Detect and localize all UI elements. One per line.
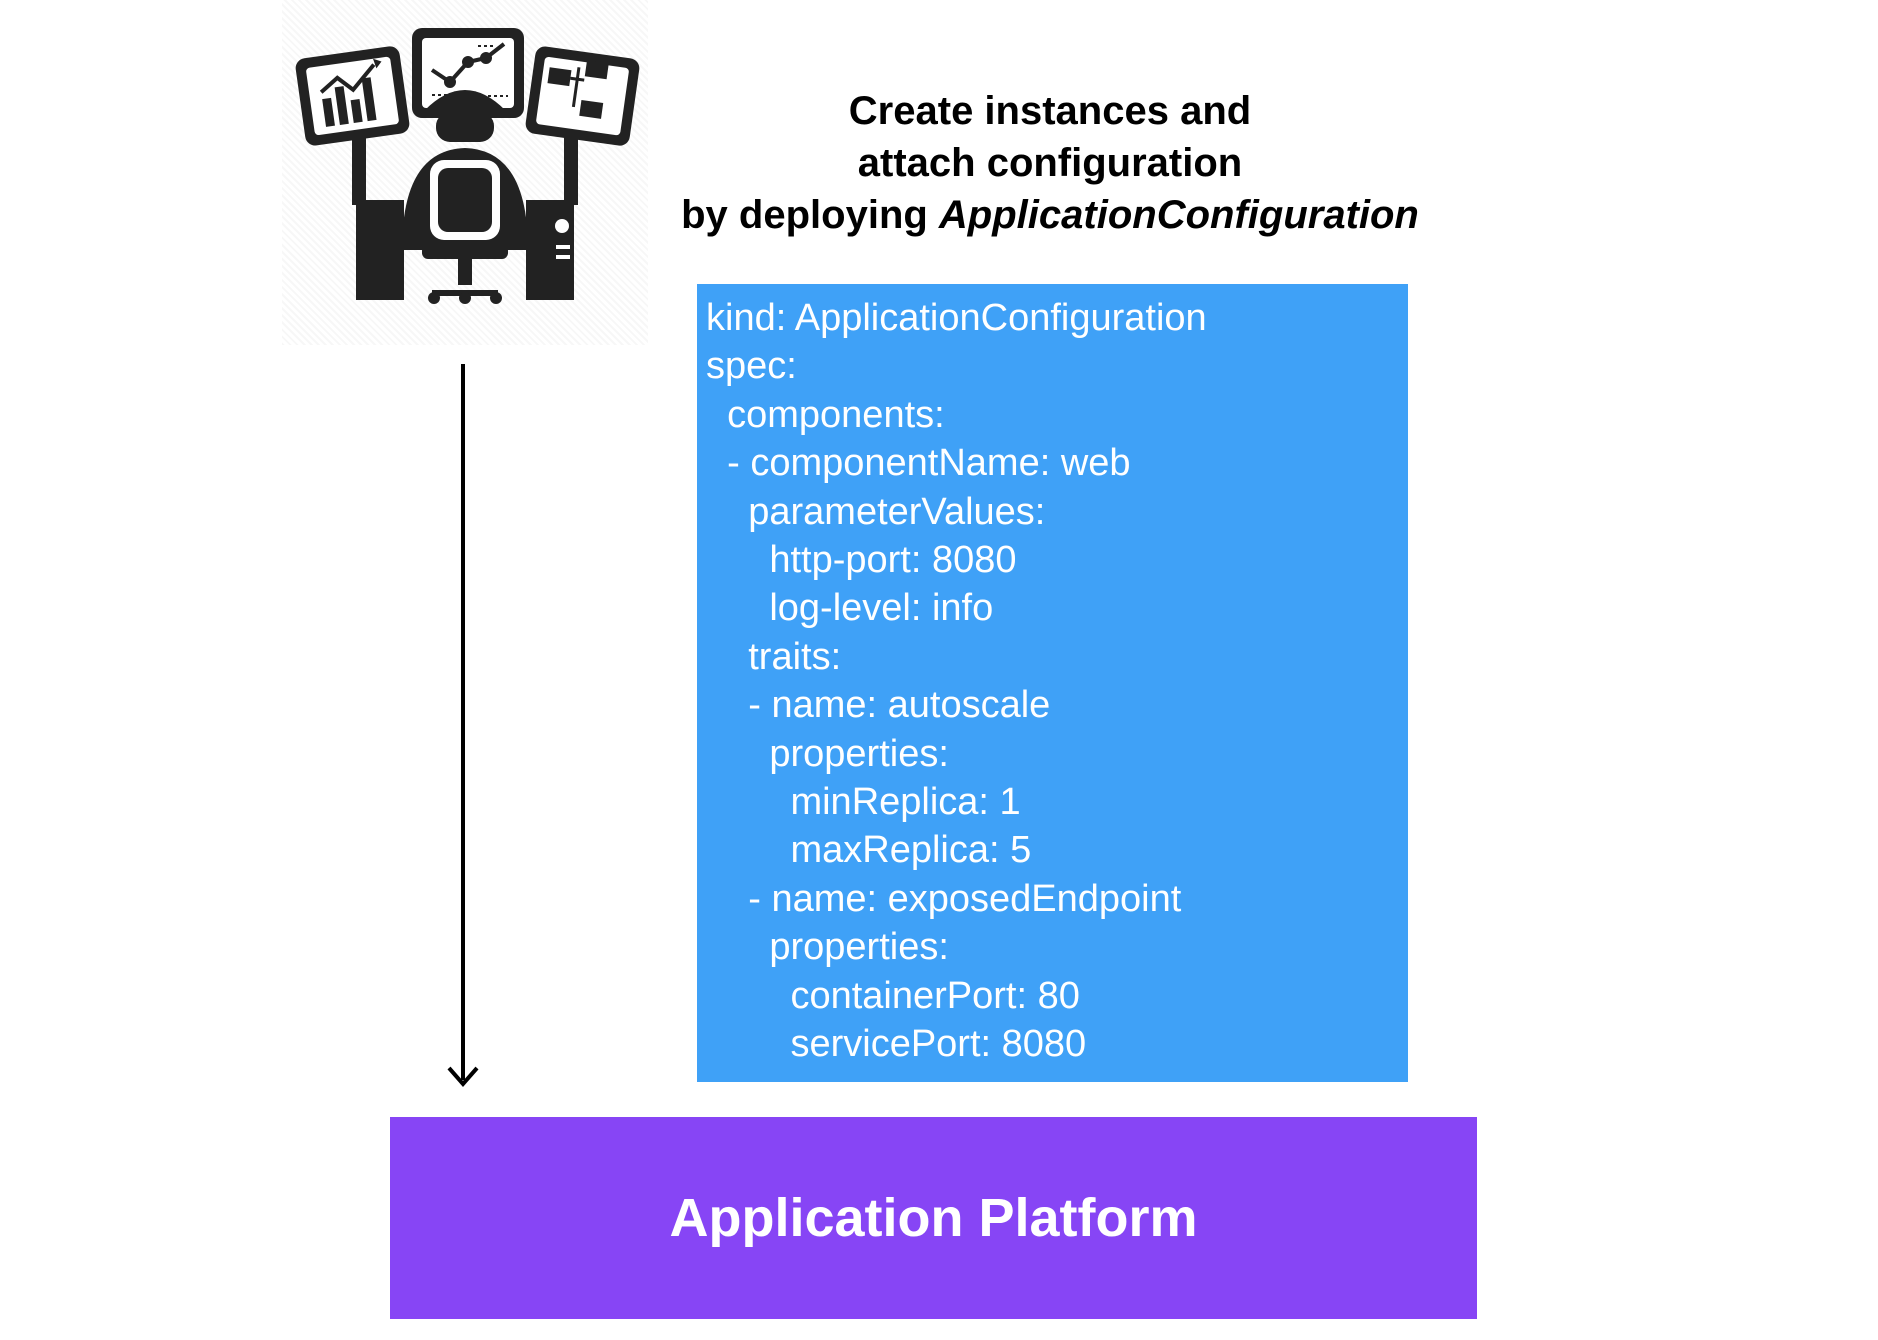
yaml-line: - name: exposedEndpoint bbox=[706, 877, 1182, 920]
yaml-line: components: bbox=[706, 393, 945, 436]
yaml-line: parameterValues: bbox=[706, 490, 1046, 533]
yaml-line: http-port: 8080 bbox=[706, 539, 1017, 582]
yaml-line: traits: bbox=[706, 635, 842, 678]
operator-workstation-illustration bbox=[282, 0, 648, 345]
heading-line-3: by deploying ApplicationConfiguration bbox=[650, 189, 1450, 241]
yaml-line: - componentName: web bbox=[706, 442, 1131, 485]
yaml-line: kind: ApplicationConfiguration bbox=[706, 297, 1207, 339]
down-arrow-icon bbox=[447, 364, 479, 1088]
yaml-line: spec: bbox=[706, 345, 797, 388]
application-platform-label: Application Platform bbox=[669, 1188, 1198, 1248]
yaml-line: maxReplica: 5 bbox=[706, 829, 1032, 872]
yaml-line: properties: bbox=[706, 926, 949, 969]
heading-line-3-emphasis: ApplicationConfiguration bbox=[938, 193, 1419, 237]
yaml-line: - name: autoscale bbox=[706, 684, 1051, 727]
yaml-line: minReplica: 1 bbox=[706, 781, 1021, 824]
yaml-line: properties: bbox=[706, 732, 949, 775]
operator-at-monitors-icon bbox=[295, 28, 640, 304]
yaml-config-box: kind: ApplicationConfiguration spec: com… bbox=[697, 284, 1408, 1082]
heading-line-2: attach configuration bbox=[857, 141, 1243, 185]
yaml-line: servicePort: 8080 bbox=[706, 1023, 1087, 1066]
yaml-line: log-level: info bbox=[706, 587, 994, 630]
application-platform-box: Application Platform bbox=[390, 1117, 1477, 1319]
heading-line-3-prefix: by deploying bbox=[681, 193, 939, 237]
yaml-line: containerPort: 80 bbox=[706, 974, 1080, 1017]
heading-line-1: Create instances and bbox=[848, 89, 1252, 133]
diagram-heading: Create instances and attach configuratio… bbox=[650, 85, 1450, 241]
